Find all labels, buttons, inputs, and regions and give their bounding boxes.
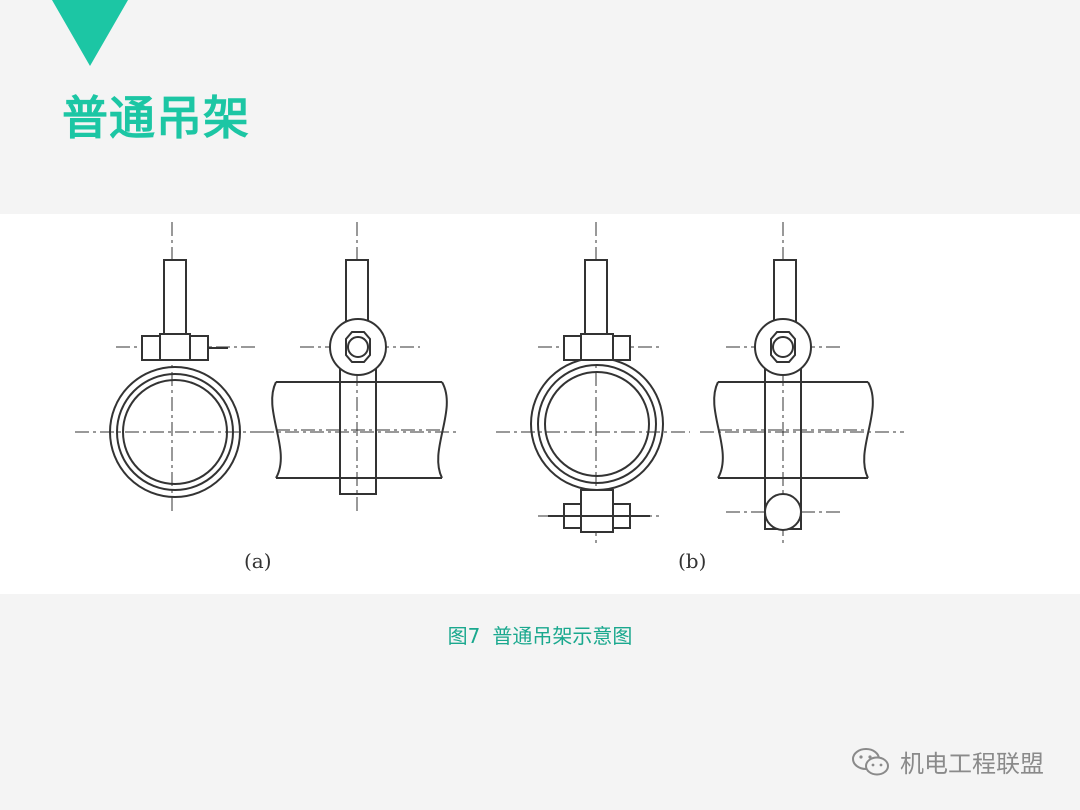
- hanger-diagram-panel: (a) (b): [0, 214, 1080, 594]
- watermark: 机电工程联盟: [850, 744, 1044, 779]
- wechat-icon: [852, 747, 889, 775]
- corner-triangle-decoration: [52, 0, 128, 66]
- figure-label-b: (b): [678, 549, 706, 573]
- watermark-text: 机电工程联盟: [900, 750, 1044, 778]
- figure-label-a: (a): [244, 549, 272, 573]
- figure-caption: 图7 普通吊架示意图: [0, 620, 1080, 649]
- hanger-diagram: (a) (b): [75, 222, 904, 573]
- hanger-b-front-view: [496, 222, 690, 544]
- page-title: 普通吊架: [62, 91, 250, 145]
- hanger-a-side-view: [260, 222, 460, 514]
- hanger-a-front-view: [75, 222, 270, 514]
- hanger-b-side-view: [700, 222, 904, 544]
- caption-number: 图7: [447, 624, 481, 648]
- caption-text: 普通吊架示意图: [492, 624, 633, 648]
